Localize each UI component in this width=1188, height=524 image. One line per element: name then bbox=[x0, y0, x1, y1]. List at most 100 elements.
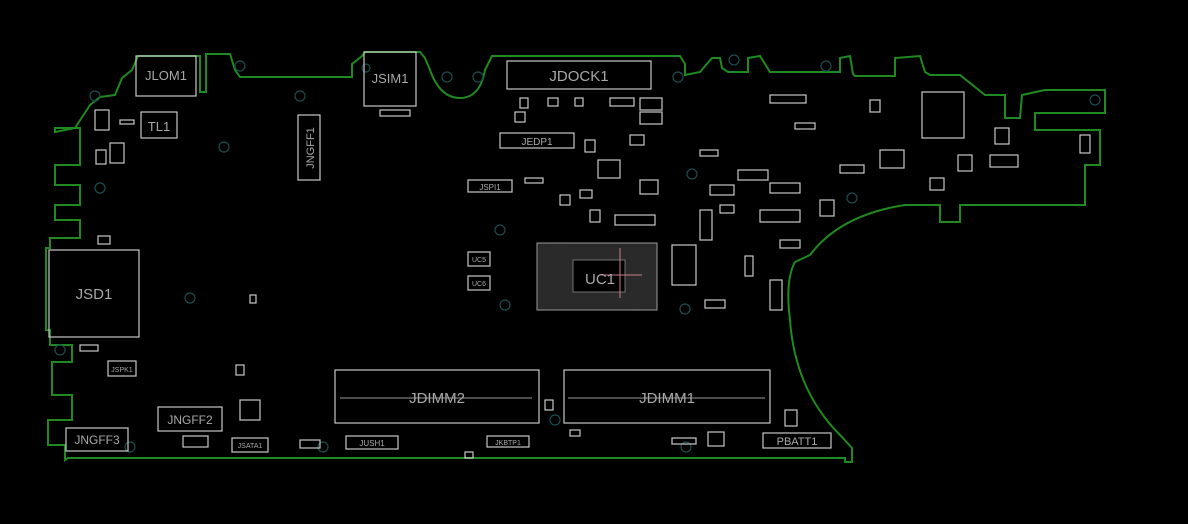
tl1-label: TL1 bbox=[148, 119, 170, 134]
smd-part bbox=[95, 149, 107, 165]
smd-part bbox=[989, 154, 1019, 168]
jngff3-label: JNGFF3 bbox=[74, 433, 120, 447]
jdimm1-label: JDIMM1 bbox=[639, 390, 695, 407]
smd-part bbox=[97, 235, 111, 245]
jkbtp1-label: JKBTP1 bbox=[495, 440, 521, 447]
smd-part bbox=[584, 139, 596, 153]
smd-part bbox=[379, 109, 411, 117]
smd-part bbox=[559, 194, 571, 206]
smd-part bbox=[579, 189, 593, 199]
smd-part bbox=[769, 94, 807, 104]
uc6-label: UC6 bbox=[472, 281, 486, 288]
smd-part bbox=[524, 177, 544, 184]
smd-part bbox=[719, 204, 735, 214]
smd-part bbox=[544, 399, 554, 411]
jsim1-label: JSIM1 bbox=[372, 71, 409, 86]
smd-part bbox=[94, 109, 110, 131]
jsata1-label: JSATA1 bbox=[238, 443, 263, 450]
smd-part bbox=[839, 164, 865, 174]
jedp1-label: JEDP1 bbox=[521, 137, 553, 148]
smd-part bbox=[699, 209, 713, 241]
jsata1-connector[interactable]: JSATA1 bbox=[231, 437, 269, 453]
jngff1-label: JNGFF1 bbox=[305, 127, 317, 169]
smd-part bbox=[589, 209, 601, 223]
jsd1-connector[interactable]: JSD1 bbox=[48, 249, 140, 338]
jdimm2-label: JDIMM2 bbox=[409, 390, 465, 407]
jspk1-connector[interactable]: JSPK1 bbox=[107, 360, 137, 377]
jngff1-connector[interactable]: JNGFF1 bbox=[297, 114, 321, 181]
smd-part bbox=[699, 149, 719, 157]
smd-part bbox=[639, 179, 659, 195]
smd-part bbox=[929, 177, 945, 191]
uc6-chip[interactable]: UC6 bbox=[467, 275, 491, 291]
uc1-label: UC1 bbox=[585, 271, 615, 288]
smd-part bbox=[819, 199, 835, 217]
jngff2-label: JNGFF2 bbox=[167, 413, 213, 427]
jkbtp1-connector[interactable]: JKBTP1 bbox=[486, 435, 530, 448]
smd-part bbox=[519, 97, 529, 109]
smd-part bbox=[671, 437, 697, 445]
pbatt1-label: PBATT1 bbox=[777, 436, 818, 448]
small-connector bbox=[182, 435, 209, 448]
smd-part bbox=[709, 184, 735, 196]
smd-part bbox=[1079, 134, 1091, 154]
jspk1-label: JSPK1 bbox=[111, 367, 133, 374]
smd-part bbox=[957, 154, 973, 172]
jedp1-connector[interactable]: JEDP1 bbox=[499, 132, 575, 149]
smd-part bbox=[759, 209, 801, 223]
smd-part bbox=[744, 255, 754, 277]
smd-part bbox=[609, 97, 635, 107]
smd-part bbox=[707, 431, 725, 447]
smd-part bbox=[869, 99, 881, 113]
smd-part bbox=[779, 239, 801, 249]
smd-part bbox=[79, 344, 99, 352]
jspi1-label: JSPI1 bbox=[479, 183, 501, 192]
smd-part bbox=[109, 142, 125, 164]
smd-part bbox=[547, 97, 559, 107]
smd-part bbox=[784, 409, 798, 427]
small-components bbox=[79, 91, 1091, 459]
board-outline bbox=[45, 51, 1106, 463]
jsim1-connector[interactable]: JSIM1 bbox=[363, 51, 417, 107]
smd-part bbox=[235, 364, 245, 376]
smd-part bbox=[239, 399, 261, 421]
jdock1-connector[interactable]: JDOCK1 bbox=[506, 60, 652, 90]
smd-part bbox=[769, 182, 801, 194]
jlom1-label: JLOM1 bbox=[145, 68, 187, 83]
tl1-component[interactable]: TL1 bbox=[140, 111, 178, 139]
pbatt1-connector[interactable]: PBATT1 bbox=[762, 432, 832, 449]
uc5-chip[interactable]: UC5 bbox=[467, 251, 491, 267]
smd-part bbox=[769, 279, 783, 311]
jlom1-connector[interactable]: JLOM1 bbox=[135, 55, 197, 97]
uc5-label: UC5 bbox=[472, 257, 486, 264]
jngff2-connector[interactable]: JNGFF2 bbox=[157, 406, 223, 432]
smd-part bbox=[639, 111, 663, 125]
smd-part bbox=[514, 111, 526, 123]
jngff3-connector[interactable]: JNGFF3 bbox=[65, 427, 129, 452]
smd-part bbox=[737, 169, 769, 181]
smd-part bbox=[994, 127, 1010, 145]
smd-part bbox=[597, 159, 621, 179]
smd-part bbox=[704, 299, 726, 309]
jush1-connector[interactable]: JUSH1 bbox=[345, 435, 399, 450]
smd-part bbox=[921, 91, 965, 139]
jdimm1-slot[interactable]: JDIMM1 bbox=[563, 369, 771, 424]
uc1-cpu[interactable]: UC1 bbox=[536, 242, 658, 311]
smd-part bbox=[629, 134, 645, 146]
jsd1-label: JSD1 bbox=[76, 286, 113, 303]
smd-part bbox=[569, 429, 581, 437]
jdimm2-slot[interactable]: JDIMM2 bbox=[334, 369, 540, 424]
smd-part bbox=[574, 97, 584, 107]
smd-part bbox=[879, 149, 905, 169]
smd-part bbox=[249, 294, 257, 304]
smd-part bbox=[464, 451, 474, 459]
smd-part bbox=[119, 119, 135, 125]
smd-part bbox=[794, 122, 816, 130]
smd-part bbox=[671, 244, 697, 286]
smd-part bbox=[299, 439, 321, 449]
jspi1-connector[interactable]: JSPI1 bbox=[467, 179, 513, 193]
jdock1-label: JDOCK1 bbox=[549, 68, 608, 85]
smd-part bbox=[639, 97, 663, 111]
smd-part bbox=[614, 214, 656, 226]
